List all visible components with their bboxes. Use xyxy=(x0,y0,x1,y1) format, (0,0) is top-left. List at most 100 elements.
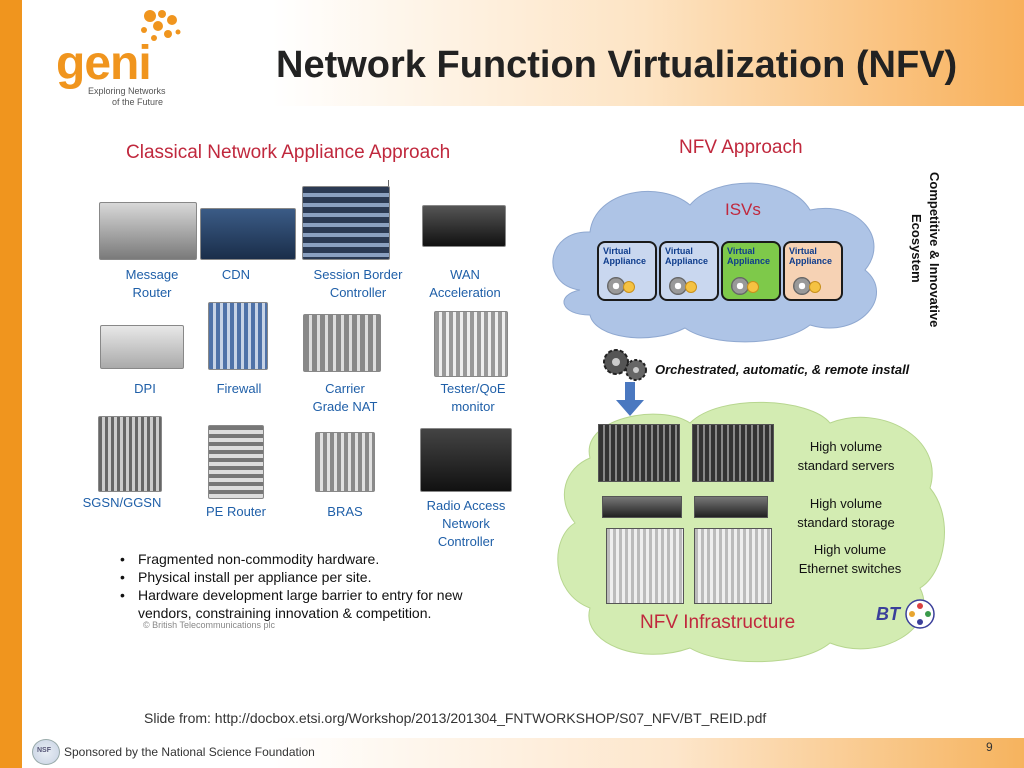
firewall-image xyxy=(208,302,268,370)
classical-bullet-list: Fragmented non-commodity hardware. Physi… xyxy=(116,550,516,622)
label-line: BRAS xyxy=(327,504,363,519)
device-label-pe-router: PE Router xyxy=(200,503,272,521)
servers-label: High volume standard servers xyxy=(786,437,906,475)
device-label-sgsn: SGSN/GGSN xyxy=(80,494,164,512)
label-line: monitor xyxy=(451,399,495,414)
device-label-tester: Tester/QoE monitor xyxy=(428,380,518,416)
label-line: Acceleration xyxy=(429,285,501,300)
nfv-infrastructure-title: NFV Infrastructure xyxy=(640,612,796,633)
label-line: DPI xyxy=(134,381,156,396)
bras-image xyxy=(315,432,375,492)
label-line: standard storage xyxy=(797,515,895,530)
vt-line: Virtual xyxy=(789,246,817,256)
logo-wordmark: geni xyxy=(56,37,152,90)
label-line: Tester/QoE xyxy=(440,381,506,396)
wan-acceleration-image xyxy=(422,205,506,247)
sgsn-ggsn-image xyxy=(98,416,162,492)
label-line: High volume xyxy=(809,496,883,511)
bullet-item: Hardware development large barrier to en… xyxy=(116,586,516,622)
device-label-bras: BRAS xyxy=(318,503,372,521)
logo-tagline: Exploring Networks of the Future xyxy=(88,86,166,108)
vt-line: Appliance xyxy=(789,256,833,266)
storage-label: High volume standard storage xyxy=(786,494,906,532)
label-line: Network xyxy=(442,516,490,531)
carrier-grade-nat-image xyxy=(303,314,381,372)
page-number: 9 xyxy=(986,740,993,754)
device-label-wan: WAN Acceleration xyxy=(420,266,510,302)
bt-logo-text: BT xyxy=(876,604,900,624)
gear-small-icon xyxy=(623,281,635,293)
dpi-image xyxy=(100,325,184,369)
device-label-cdn: CDN xyxy=(206,266,266,284)
source-citation: Slide from: http://docbox.etsi.org/Works… xyxy=(144,710,767,726)
bt-globe-icon xyxy=(905,599,935,629)
orchestration-caption: Orchestrated, automatic, & remote instal… xyxy=(655,362,910,377)
gear-small-icon xyxy=(685,281,697,293)
gear-small-icon xyxy=(809,281,821,293)
left-accent-bar xyxy=(0,0,22,768)
tester-qoe-image xyxy=(434,311,508,377)
label-line: PE Router xyxy=(206,504,266,519)
vt-line: Appliance xyxy=(727,256,771,266)
vt-line: Appliance xyxy=(665,256,709,266)
logo-dots-icon xyxy=(141,10,181,41)
vt-line: Virtual xyxy=(665,246,693,256)
standard-storage-1-image xyxy=(602,496,682,518)
label-line: standard servers xyxy=(797,458,895,473)
ethernet-switch-2-image xyxy=(694,528,772,604)
geni-logo: geni Exploring Networks of the Future xyxy=(56,8,196,107)
label-line: Controller xyxy=(437,534,495,549)
label-line: Carrier xyxy=(325,381,365,396)
label-line: Controller xyxy=(329,285,387,300)
nfv-approach-title: NFV Approach xyxy=(679,137,803,158)
ethernet-switch-1-image xyxy=(606,528,684,604)
label-line: SGSN/GGSN xyxy=(82,495,162,510)
classical-approach-title: Classical Network Appliance Approach xyxy=(126,142,451,163)
label-line: Firewall xyxy=(216,381,262,396)
label-line: CDN xyxy=(221,267,251,282)
orchestration-gears-icon xyxy=(603,349,647,381)
down-arrow-icon xyxy=(616,382,644,416)
logo-tagline-line1: Exploring Networks xyxy=(88,86,166,96)
bt-logo: BT xyxy=(876,598,936,629)
vt-line: Appliance xyxy=(603,256,647,266)
vt-line: Virtual xyxy=(603,246,631,256)
ecosystem-line1: Competitive & Innovative xyxy=(927,172,942,328)
radio-access-controller-image xyxy=(420,428,512,492)
session-border-controller-image xyxy=(302,186,390,260)
label-line: Ethernet switches xyxy=(798,561,902,576)
gear-icon xyxy=(669,277,687,295)
message-router-image xyxy=(99,202,197,260)
label-line: Grade NAT xyxy=(312,399,378,414)
bullet-item: Fragmented non-commodity hardware. xyxy=(116,550,516,568)
header-band xyxy=(22,0,1024,106)
slide-title: Network Function Virtualization (NFV) xyxy=(276,44,958,86)
label-line: High volume xyxy=(813,542,887,557)
gear-icon xyxy=(793,277,811,295)
footer-band xyxy=(22,738,1024,768)
gear-icon xyxy=(607,277,625,295)
bullet-item: Physical install per appliance per site. xyxy=(116,568,516,586)
gear-small-icon xyxy=(747,281,759,293)
pe-router-image xyxy=(208,425,264,499)
device-label-firewall: Firewall xyxy=(206,380,272,398)
label-line: Session Border xyxy=(313,267,403,282)
label-line: High volume xyxy=(809,439,883,454)
standard-storage-2-image xyxy=(694,496,768,518)
gear-icon xyxy=(731,277,749,295)
copyright-note: © British Telecommunications plc xyxy=(143,620,276,630)
label-line: WAN xyxy=(450,267,480,282)
standard-server-1-image xyxy=(598,424,680,482)
